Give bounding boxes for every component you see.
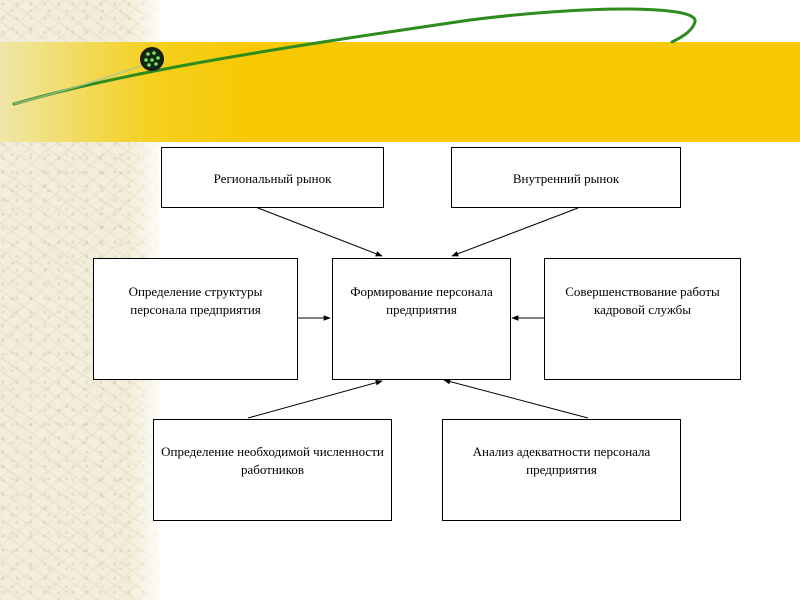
swoosh-curve	[12, 7, 697, 106]
node-headcount-definition-label: Определение необходимой численности рабо…	[161, 444, 384, 477]
node-formation: Формирование персонала предприятия	[332, 258, 511, 380]
swoosh-tail	[13, 61, 151, 105]
node-structure-definition: Определение структуры персонала предприя…	[93, 258, 298, 380]
node-hr-improvement: Совершенствование работы кадровой службы	[544, 258, 741, 380]
orb-icon	[140, 47, 164, 71]
node-headcount-definition: Определение необходимой численности рабо…	[153, 419, 392, 521]
node-hr-improvement-label: Совершенствование работы кадровой службы	[565, 284, 720, 317]
node-formation-label: Формирование персонала предприятия	[350, 284, 493, 317]
decorative-swoosh	[12, 7, 697, 106]
arrow-adequacy-to-formation	[443, 378, 589, 419]
node-internal-market: Внутренний рынок	[451, 147, 681, 208]
node-regional-market-label: Региональный рынок	[213, 171, 332, 186]
arrow-internal-to-formation	[451, 207, 579, 257]
node-regional-market: Региональный рынок	[161, 147, 384, 208]
title-band	[0, 42, 800, 142]
node-structure-definition-label: Определение структуры персонала предприя…	[128, 284, 263, 317]
arrow-regional-to-formation	[257, 207, 383, 257]
arrow-headcount-to-formation	[247, 379, 383, 419]
node-internal-market-label: Внутренний рынок	[512, 171, 620, 186]
node-adequacy-analysis: Анализ адекватности персонала предприяти…	[442, 419, 681, 521]
node-adequacy-analysis-label: Анализ адекватности персонала предприяти…	[472, 444, 651, 477]
